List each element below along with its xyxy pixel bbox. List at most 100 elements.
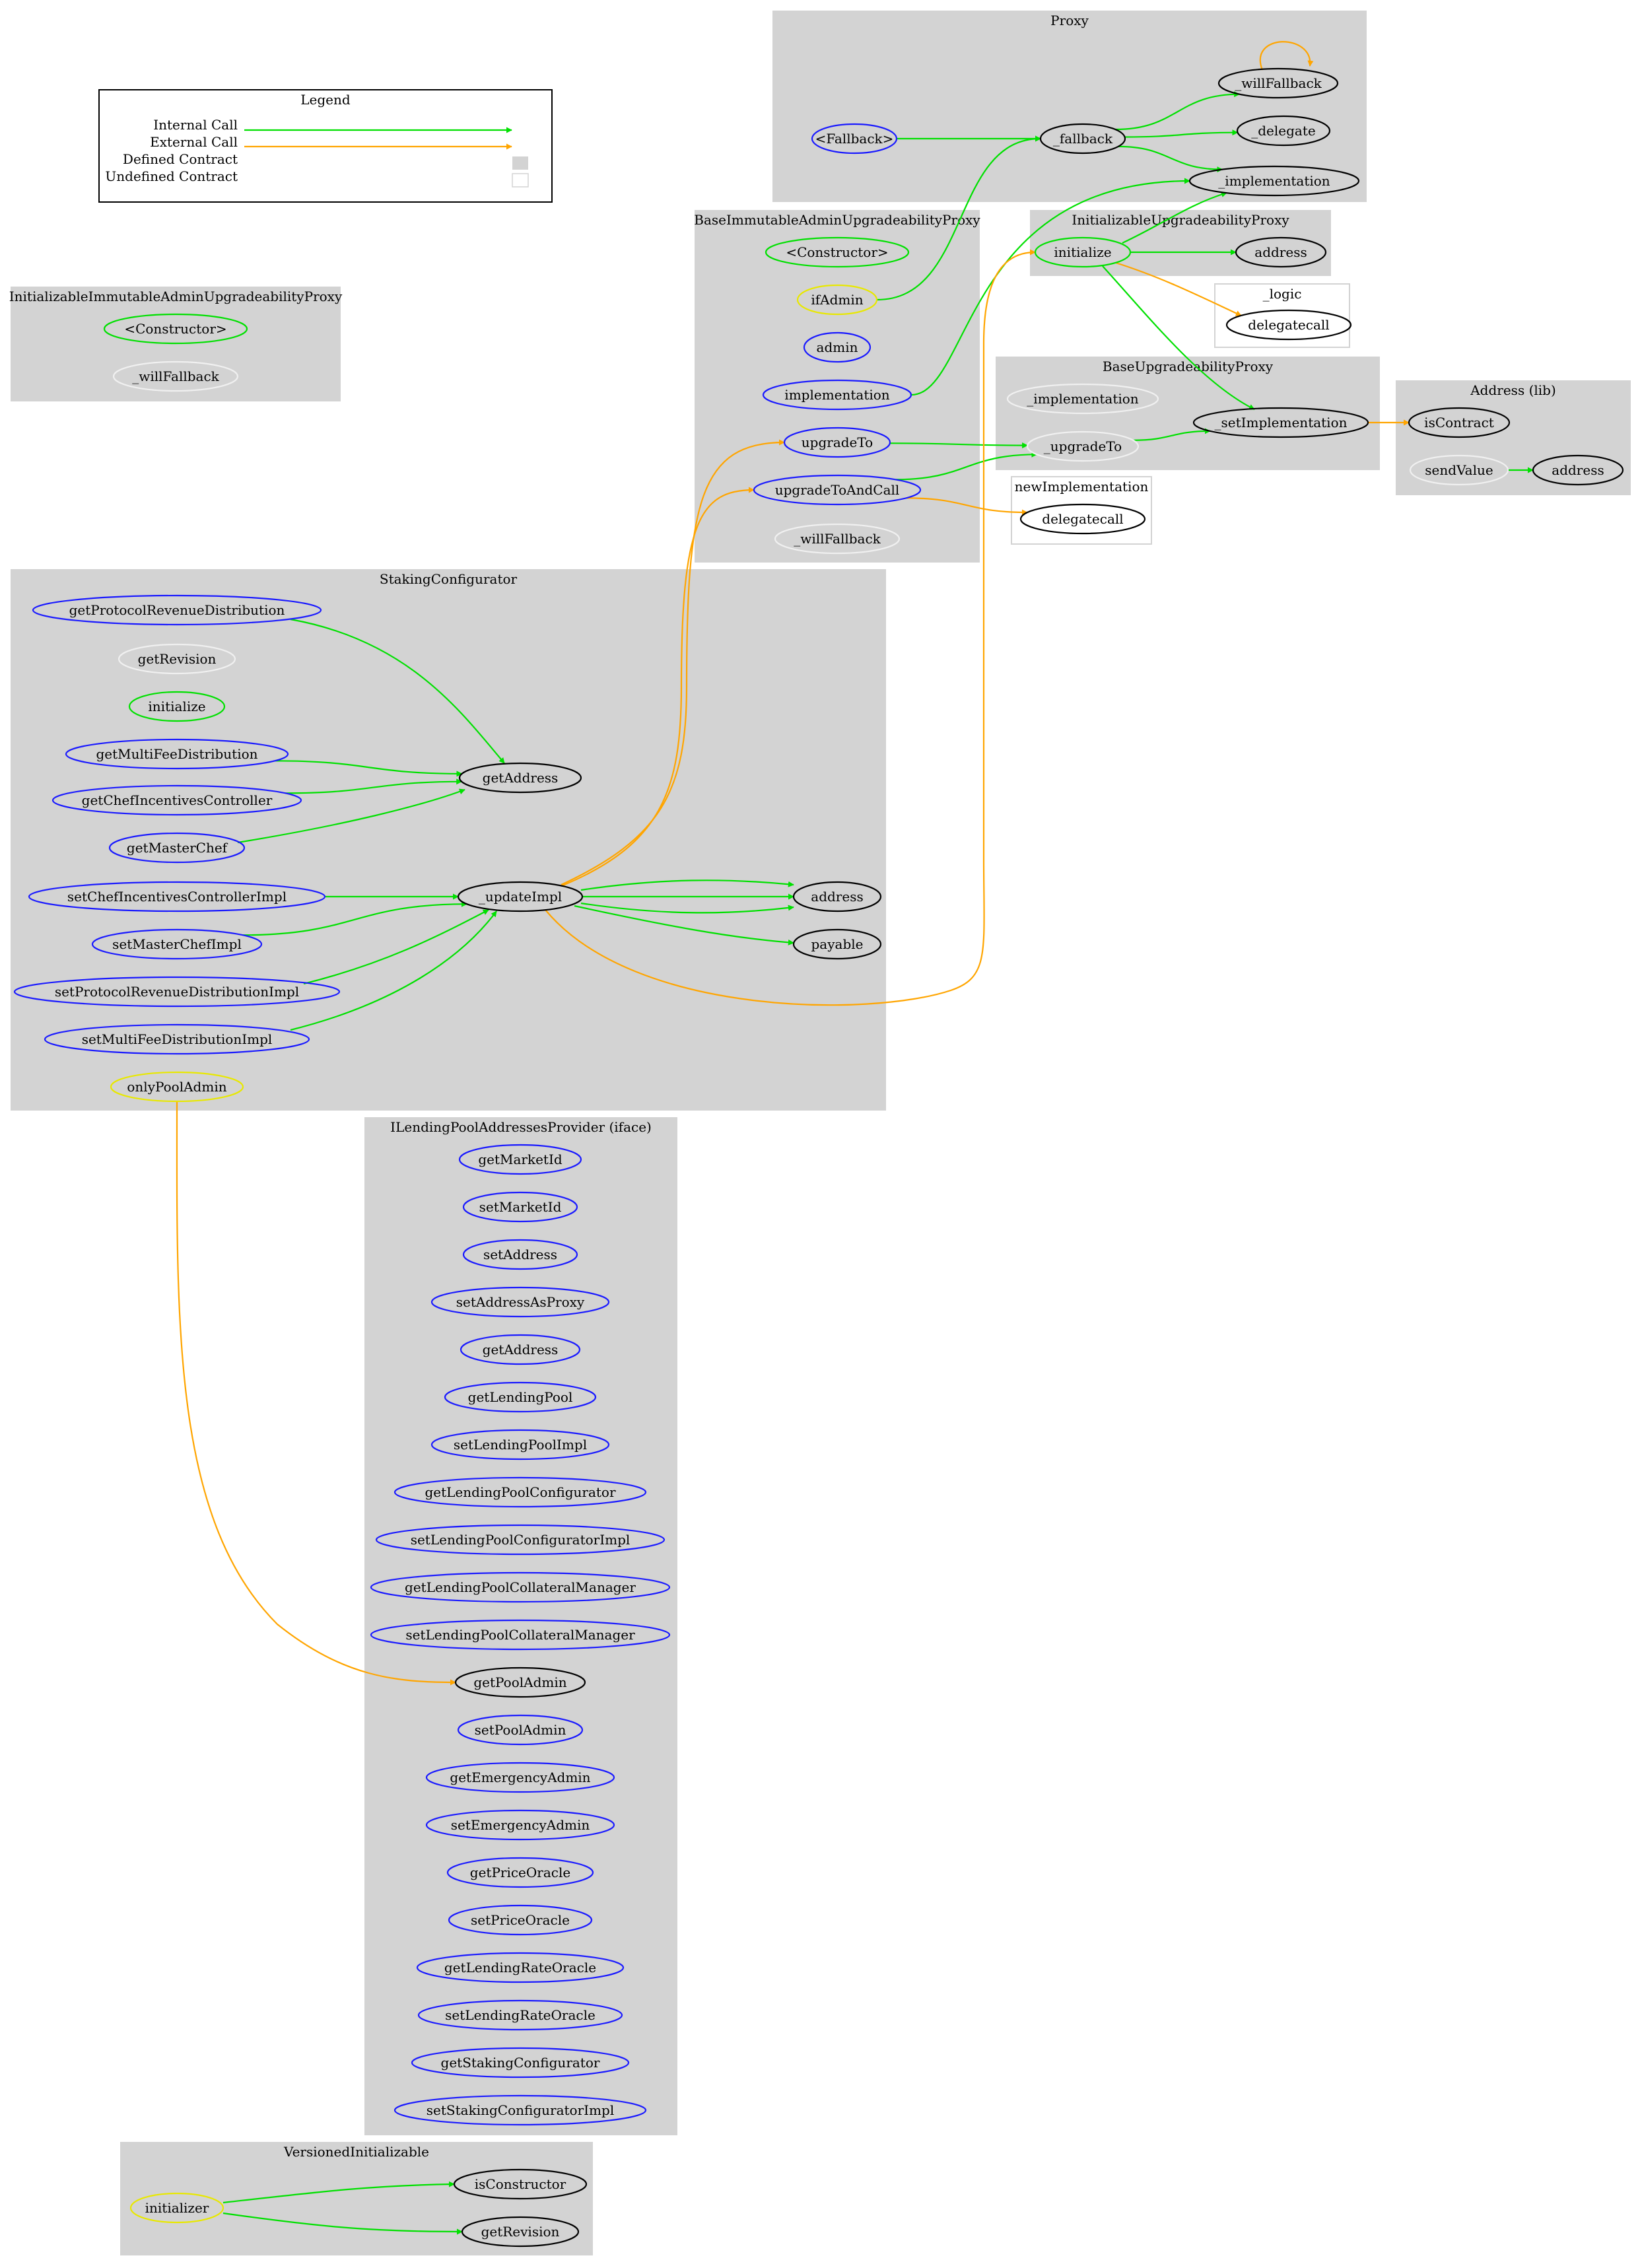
legend-defined-contract-swatch bbox=[512, 156, 528, 170]
node-il-getaddress-ellipse bbox=[460, 1334, 581, 1365]
node-vi-initializer[interactable]: initializer bbox=[129, 2192, 224, 2224]
node-il-getlendingpoolcollateralmanager[interactable]: getLendingPoolCollateralManager bbox=[370, 1571, 671, 1603]
node-vi-isconstructor[interactable]: isConstructor bbox=[453, 2168, 588, 2200]
node-proxy-delegate-ellipse bbox=[1236, 115, 1331, 147]
node-sc-updateimpl-ellipse bbox=[457, 881, 584, 912]
node-addr-sendvalue-label: sendValue bbox=[1425, 462, 1493, 478]
node-il-getpriceoracle[interactable]: getPriceOracle bbox=[446, 1857, 594, 1888]
node-il-getstakingconfigurator[interactable]: getStakingConfigurator bbox=[411, 2047, 630, 2079]
node-il-setlendingpoolcollateralmanager[interactable]: setLendingPoolCollateralManager bbox=[370, 1619, 671, 1651]
node-proxy-fallback[interactable]: _fallback bbox=[1039, 123, 1126, 155]
node-sc-updateimpl[interactable]: _updateImpl bbox=[457, 881, 584, 912]
node-sc-setchefincentivescontrollerimpl[interactable]: setChefIncentivesControllerImpl bbox=[28, 881, 326, 912]
node-il-setpooladmin-ellipse bbox=[457, 1714, 584, 1746]
node-il-setaddress[interactable]: setAddress bbox=[462, 1239, 578, 1270]
node-il-getlendingpoolconfigurator[interactable]: getLendingPoolConfigurator bbox=[393, 1476, 647, 1508]
node-sc-setmasterchefimpl[interactable]: setMasterChefImpl bbox=[91, 928, 263, 960]
node-il-setlendingrateoracle[interactable]: setLendingRateOracle bbox=[417, 1999, 623, 2031]
node-proxy-willfallback[interactable]: _willFallback bbox=[1217, 67, 1339, 99]
cluster-init-upgradeability-box bbox=[1030, 210, 1331, 276]
node-sc-getprotocolrevenuedistribution-ellipse bbox=[32, 594, 322, 626]
node-il-setlendingpoolimpl[interactable]: setLendingPoolImpl bbox=[430, 1429, 610, 1460]
node-il-setstakingconfiguratorimpl-ellipse bbox=[393, 2094, 647, 2126]
node-il-setlendingpoolconfiguratorimpl[interactable]: setLendingPoolConfiguratorImpl bbox=[375, 1524, 666, 1556]
node-bup-setimplementation-label: _setImplementation bbox=[1214, 415, 1347, 430]
node-il-setaddress-label: setAddress bbox=[483, 1247, 557, 1262]
node-sc-onlypooladmin[interactable]: onlyPoolAdmin bbox=[110, 1071, 244, 1103]
node-sc-getrevision[interactable]: getRevision bbox=[118, 643, 236, 675]
edge-internal-call bbox=[1124, 129, 1239, 138]
node-il-setstakingconfiguratorimpl[interactable]: setStakingConfiguratorImpl bbox=[393, 2094, 647, 2126]
node-il-getmarketid[interactable]: getMarketId bbox=[458, 1144, 582, 1175]
node-il-getlendingpool-ellipse bbox=[444, 1381, 597, 1413]
node-iia-constructor-ellipse bbox=[103, 313, 248, 345]
node-il-setaddress-ellipse bbox=[462, 1239, 578, 1270]
cluster-init-upgradeability: InitializableUpgradeabilityProxy bbox=[1030, 210, 1331, 276]
node-sc-getchefincentivescontroller[interactable]: getChefIncentivesController bbox=[51, 784, 302, 816]
node-iup-address-label: address bbox=[1254, 244, 1307, 260]
node-proxy-delegate-label: _delegate bbox=[1251, 123, 1315, 139]
node-sc-initialize[interactable]: initialize bbox=[128, 691, 226, 722]
node-iup-address[interactable]: address bbox=[1235, 236, 1327, 268]
node-sc-getaddress-label: getAddress bbox=[483, 770, 559, 786]
node-sc-setprotocolrevenuedistributionimpl[interactable]: setProtocolRevenueDistributionImpl bbox=[13, 976, 341, 1008]
node-iia-constructor[interactable]: <Constructor> bbox=[103, 313, 248, 345]
node-il-setpooladmin[interactable]: setPoolAdmin bbox=[457, 1714, 584, 1746]
node-bia-constructor[interactable]: <Constructor> bbox=[765, 236, 910, 268]
node-bia-upgradeto[interactable]: upgradeTo bbox=[783, 427, 891, 458]
node-bup-upgradeto[interactable]: _upgradeTo bbox=[1026, 430, 1140, 462]
node-sc-getaddress[interactable]: getAddress bbox=[458, 762, 582, 794]
node-il-getlendingrateoracle[interactable]: getLendingRateOracle bbox=[416, 1952, 625, 1983]
node-sc-getprotocolrevenuedistribution[interactable]: getProtocolRevenueDistribution bbox=[32, 594, 322, 626]
node-bia-ifadmin[interactable]: ifAdmin bbox=[796, 284, 878, 316]
node-sc-setmultifeedistributionimpl[interactable]: setMultiFeeDistributionImpl bbox=[44, 1023, 310, 1055]
node-iia-willfallback[interactable]: _willFallback bbox=[112, 361, 239, 392]
node-addr-sendvalue-ellipse bbox=[1409, 454, 1509, 486]
node-il-getpooladmin[interactable]: getPoolAdmin bbox=[454, 1667, 586, 1698]
node-addr-iscontract[interactable]: isContract bbox=[1408, 407, 1511, 438]
node-proxy-willfallback-ellipse bbox=[1217, 67, 1339, 99]
node-proxy-fallback-ctor[interactable]: <Fallback> bbox=[811, 123, 898, 155]
node-sc-getmasterchef[interactable]: getMasterChef bbox=[108, 832, 246, 864]
node-il-getaddress[interactable]: getAddress bbox=[460, 1334, 581, 1365]
node-iup-initialize-ellipse bbox=[1034, 236, 1132, 268]
node-logic-delegatecall[interactable]: delegatecall bbox=[1225, 309, 1352, 341]
node-sc-setmasterchefimpl-ellipse bbox=[91, 928, 263, 960]
edge-external-call bbox=[1260, 41, 1314, 71]
cluster-new-implementation-title: newImplementation bbox=[1015, 479, 1149, 495]
node-il-setmarketid[interactable]: setMarketId bbox=[462, 1191, 578, 1223]
node-il-getlendingpool[interactable]: getLendingPool bbox=[444, 1381, 597, 1413]
node-il-getemergencyadmin[interactable]: getEmergencyAdmin bbox=[425, 1762, 615, 1793]
node-sc-payable[interactable]: payable bbox=[792, 928, 882, 960]
node-proxy-delegate[interactable]: _delegate bbox=[1236, 115, 1331, 147]
node-bia-admin[interactable]: admin bbox=[803, 331, 871, 363]
cluster-address-lib-title: Address (lib) bbox=[1470, 382, 1556, 398]
node-newimpl-delegatecall-ellipse bbox=[1019, 503, 1146, 535]
node-bia-upgradetoandcall-label: upgradeToAndCall bbox=[775, 482, 900, 498]
node-bia-implementation[interactable]: implementation bbox=[762, 379, 912, 411]
node-bup-implementation[interactable]: _implementation bbox=[1006, 383, 1159, 415]
node-iup-initialize[interactable]: initialize bbox=[1034, 236, 1132, 268]
node-il-setpriceoracle[interactable]: setPriceOracle bbox=[448, 1904, 593, 1936]
node-bia-upgradetoandcall[interactable]: upgradeToAndCall bbox=[753, 474, 922, 506]
node-il-setlendingpoolconfiguratorimpl-label: setLendingPoolConfiguratorImpl bbox=[411, 1532, 631, 1548]
node-addr-address[interactable]: address bbox=[1532, 454, 1624, 486]
node-newimpl-delegatecall[interactable]: delegatecall bbox=[1019, 503, 1146, 535]
node-sc-initialize-ellipse bbox=[128, 691, 226, 722]
node-bup-setimplementation[interactable]: _setImplementation bbox=[1192, 407, 1369, 438]
node-proxy-implementation[interactable]: _implementation bbox=[1188, 165, 1360, 197]
node-il-getstakingconfigurator-ellipse bbox=[411, 2047, 630, 2079]
node-il-setaddressasproxy[interactable]: setAddressAsProxy bbox=[430, 1286, 610, 1318]
node-addr-sendvalue[interactable]: sendValue bbox=[1409, 454, 1509, 486]
cluster-address-lib-box bbox=[1396, 380, 1631, 495]
cluster-base-immutable-box bbox=[695, 210, 980, 563]
edge-external-call bbox=[1115, 261, 1242, 316]
node-bia-willfallback[interactable]: _willFallback bbox=[774, 523, 901, 555]
node-sc-address[interactable]: address bbox=[792, 881, 882, 912]
node-sc-getmultifeedistribution[interactable]: getMultiFeeDistribution bbox=[65, 738, 289, 770]
node-vi-getrevision[interactable]: getRevision bbox=[461, 2216, 580, 2248]
node-addr-iscontract-label: isContract bbox=[1424, 415, 1494, 430]
node-il-setemergencyadmin[interactable]: setEmergencyAdmin bbox=[425, 1809, 615, 1841]
node-sc-initialize-label: initialize bbox=[148, 699, 205, 714]
